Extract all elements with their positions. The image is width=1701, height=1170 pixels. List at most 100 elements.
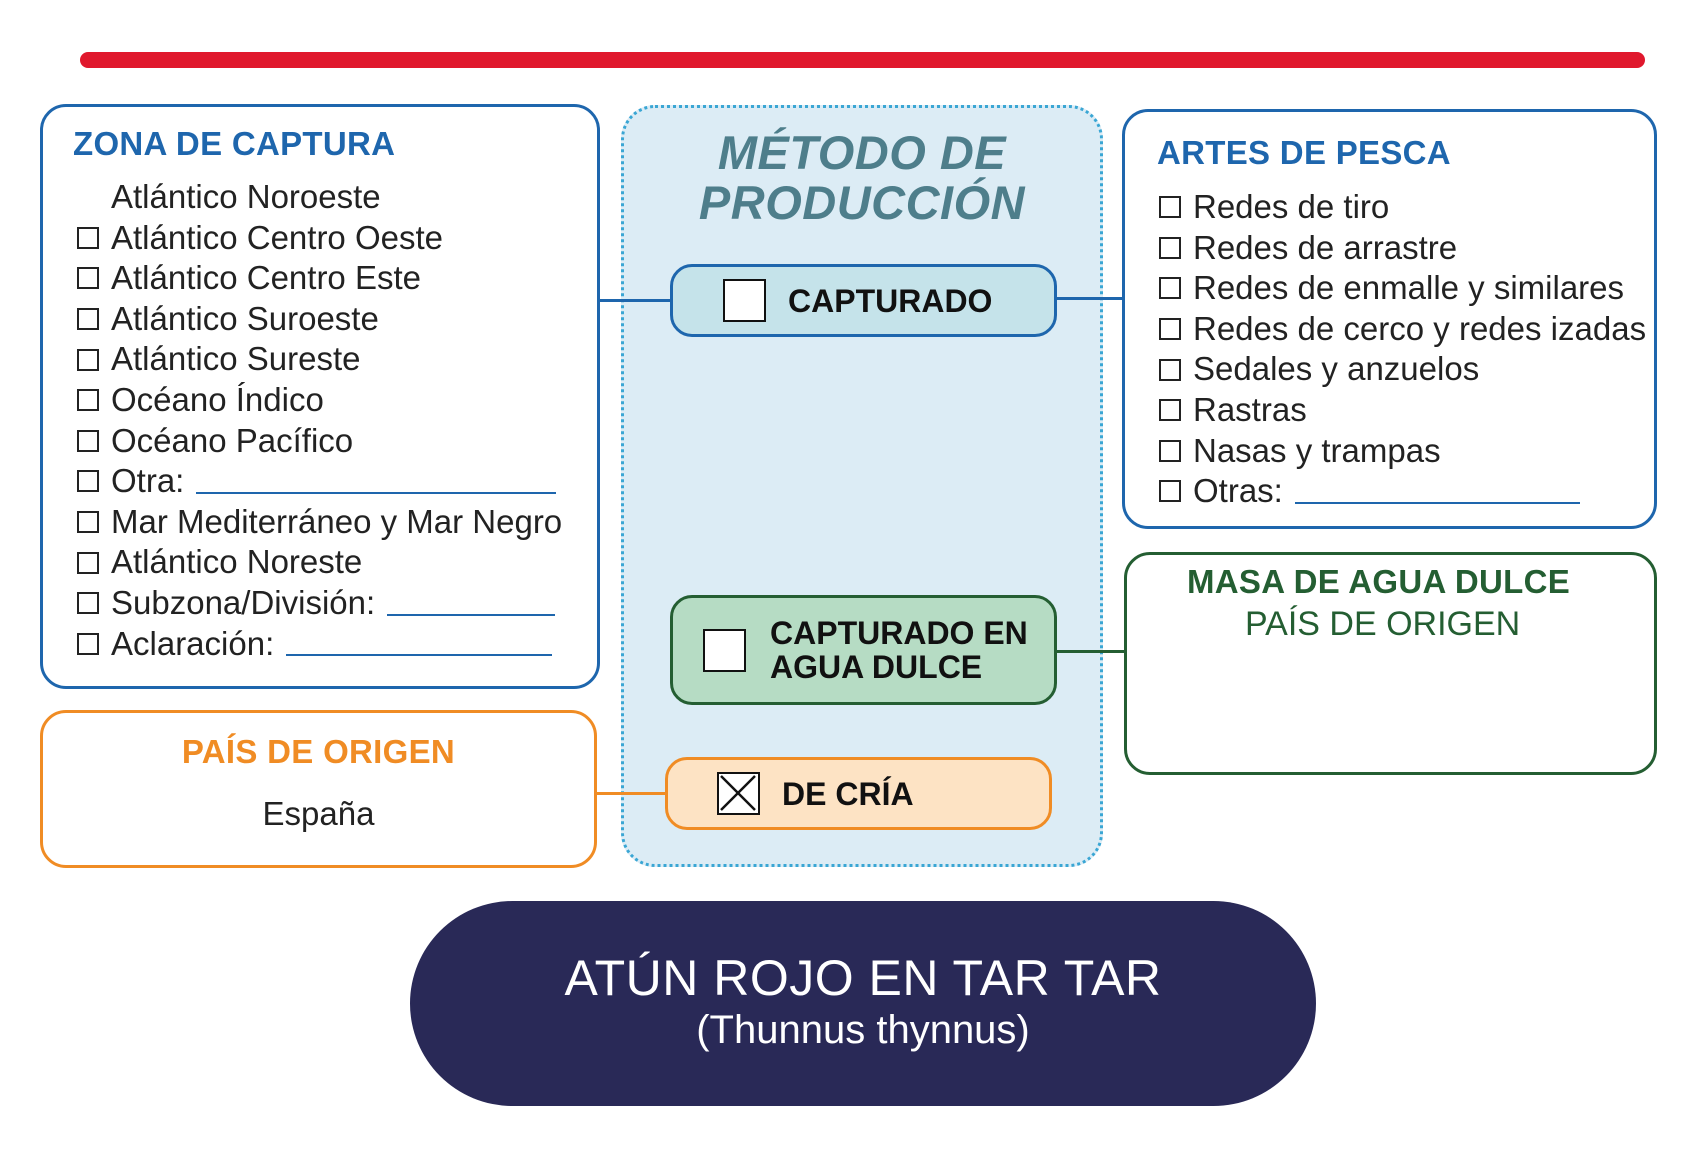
option-capturado[interactable]: CAPTURADO [670, 264, 1057, 337]
text-entry-line[interactable] [286, 654, 553, 657]
option-label: Otras: [1193, 472, 1283, 510]
masa-agua-dulce-title: MASA DE AGUA DULCE [1187, 563, 1571, 600]
option-label: Atlántico Centro Este [111, 259, 421, 297]
option-item[interactable]: Mar Mediterráneo y Mar Negro [77, 502, 562, 543]
metodo-title-line1: MÉTODO DE [717, 126, 1007, 179]
text-entry-line[interactable] [196, 491, 557, 494]
metodo-title-line2: PRODUCCIÓN [698, 176, 1026, 229]
checkbox[interactable] [1159, 196, 1181, 219]
option-label: Aclaración: [111, 624, 275, 662]
option-item[interactable]: Sedales y anzuelos [1159, 349, 1646, 390]
option-label: Atlántico Centro Oeste [111, 218, 443, 256]
option-label: Sedales y anzuelos [1193, 350, 1480, 388]
masa-agua-dulce-subtitle: PAÍS DE ORIGEN [1245, 605, 1521, 643]
option-item[interactable]: Nasas y trampas [1159, 431, 1646, 472]
option-item[interactable]: Atlántico Centro Este [77, 258, 562, 299]
checkbox[interactable] [1159, 277, 1181, 300]
option-item[interactable]: Aclaración: [77, 624, 562, 665]
top-red-bar [80, 52, 1645, 68]
checkbox[interactable] [77, 267, 99, 290]
option-label: Océano Pacífico [111, 421, 354, 459]
option-item[interactable]: Redes de enmalle y similares [1159, 268, 1646, 309]
option-capturado-agua-dulce[interactable]: CAPTURADO EN AGUA DULCE [670, 595, 1057, 705]
species-name: ATÚN ROJO EN TAR TAR [564, 950, 1162, 1006]
checkbox[interactable] [77, 551, 99, 574]
checkbox[interactable] [77, 592, 99, 615]
capturado-agua-dulce-checkbox[interactable] [703, 628, 746, 672]
checkbox[interactable] [1159, 399, 1181, 422]
checkbox[interactable] [77, 226, 99, 249]
option-label: Atlántico Suroeste [111, 299, 379, 337]
option-de-cria[interactable]: DE CRÍA [665, 757, 1052, 830]
masa-agua-dulce-panel: MASA DE AGUA DULCE PAÍS DE ORIGEN [1124, 552, 1657, 775]
checkbox[interactable] [77, 632, 99, 655]
metodo-produccion-panel: MÉTODO DE PRODUCCIÓN [621, 105, 1103, 867]
capturado-checkbox[interactable] [723, 279, 766, 322]
checkbox[interactable] [77, 470, 99, 493]
option-item[interactable]: Otras: [1159, 471, 1646, 512]
option-item[interactable]: Atlántico Centro Oeste [77, 218, 562, 259]
option-label: Redes de enmalle y similares [1193, 269, 1625, 307]
de-cria-label: DE CRÍA [782, 775, 914, 812]
option-label: Océano Índico [111, 380, 324, 418]
option-label: Redes de cerco y redes izadas [1193, 309, 1647, 347]
checkbox[interactable] [1159, 236, 1181, 259]
option-label: Subzona/División: [111, 583, 376, 621]
checkbox[interactable] [1159, 358, 1181, 381]
checkbox[interactable] [77, 308, 99, 331]
agua-label-line1: CAPTURADO EN [770, 615, 1028, 651]
option-label: Rastras [1193, 390, 1307, 428]
checkbox[interactable] [77, 389, 99, 412]
capturado-agua-dulce-label: CAPTURADO EN AGUA DULCE [770, 616, 1028, 684]
option-label: Atlántico Noroeste [111, 178, 381, 215]
option-item[interactable]: Redes de cerco y redes izadas [1159, 309, 1646, 350]
option-label: Atlántico Sureste [111, 340, 361, 378]
checkbox-placeholder [77, 186, 99, 208]
option-item[interactable]: Océano Índico [77, 380, 562, 421]
text-entry-line[interactable] [387, 613, 556, 616]
pais-origen-title: PAÍS DE ORIGEN [181, 733, 456, 770]
species-scientific-name: (Thunnus thynnus) [696, 1008, 1030, 1052]
checkbox[interactable] [77, 429, 99, 452]
zona-captura-title: ZONA DE CAPTURA [73, 125, 396, 162]
option-item[interactable]: Atlántico Suroeste [77, 299, 562, 340]
option-item[interactable]: Redes de arrastre [1159, 228, 1646, 269]
option-label: Otra: [111, 462, 185, 500]
option-item[interactable]: Atlántico Sureste [77, 339, 562, 380]
checkbox[interactable] [1159, 480, 1181, 503]
artes-pesca-title: ARTES DE PESCA [1157, 134, 1451, 171]
connector-agua-masa [1057, 650, 1127, 653]
de-cria-checkbox[interactable] [717, 772, 760, 815]
checkbox[interactable] [1159, 318, 1181, 341]
text-entry-line[interactable] [1294, 501, 1580, 504]
metodo-produccion-title: MÉTODO DE PRODUCCIÓN [624, 128, 1100, 228]
pais-origen-value[interactable]: España [262, 795, 375, 832]
checkmark-x-icon [720, 775, 756, 811]
option-label: Mar Mediterráneo y Mar Negro [111, 502, 563, 540]
option-item[interactable]: Subzona/División: [77, 583, 562, 624]
option-item[interactable]: Atlántico Noroeste [77, 177, 562, 218]
checkbox[interactable] [77, 511, 99, 534]
option-label: Atlántico Noreste [111, 543, 363, 581]
agua-label-line2: AGUA DULCE [770, 649, 983, 685]
connector-capturado-artes [1057, 297, 1125, 300]
checkbox[interactable] [77, 348, 99, 371]
option-item[interactable]: Rastras [1159, 390, 1646, 431]
species-banner: ATÚN ROJO EN TAR TAR (Thunnus thynnus) [410, 901, 1316, 1106]
option-item[interactable]: Océano Pacífico [77, 421, 562, 462]
option-label: Redes de tiro [1193, 188, 1390, 225]
option-label: Redes de arrastre [1193, 228, 1458, 266]
checkbox[interactable] [1159, 439, 1181, 462]
option-item[interactable]: Atlántico Noreste [77, 542, 562, 583]
capturado-label: CAPTURADO [788, 282, 993, 319]
option-item[interactable]: Redes de tiro [1159, 187, 1646, 228]
connector-zona-capturado [600, 299, 670, 302]
option-item[interactable]: Otra: [77, 461, 562, 502]
option-label: Nasas y trampas [1193, 431, 1441, 469]
pais-origen-panel: PAÍS DE ORIGEN España [40, 710, 597, 868]
connector-pais-cria [595, 792, 667, 795]
